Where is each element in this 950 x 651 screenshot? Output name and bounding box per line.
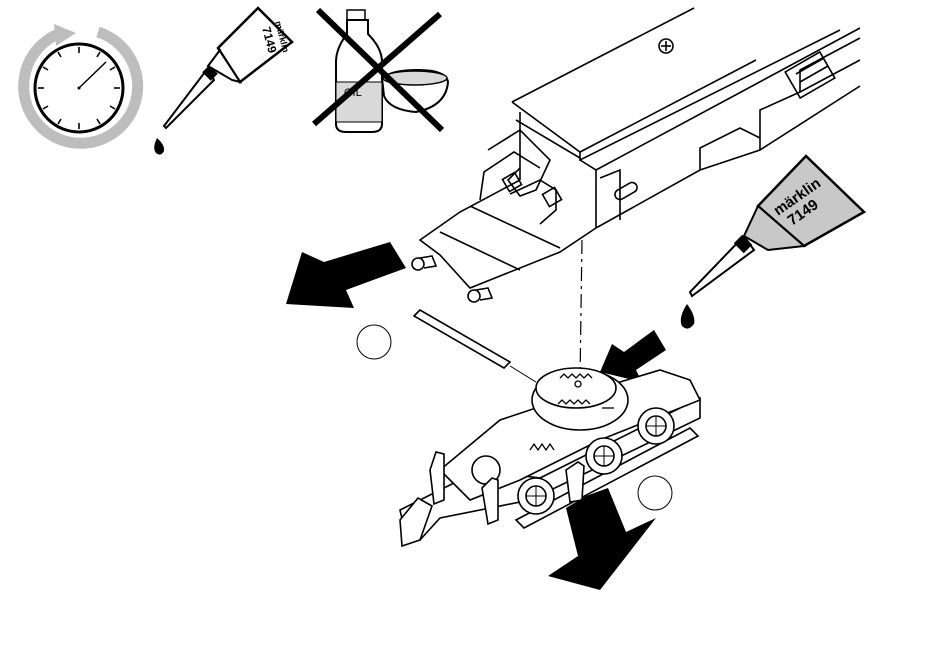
oil-bottle-large: märklin 7149 bbox=[681, 156, 864, 329]
bogie-truck bbox=[400, 368, 700, 546]
axle-rod bbox=[414, 310, 536, 382]
stopwatch-icon bbox=[24, 24, 138, 143]
no-oil-icon: OIL bbox=[314, 10, 448, 132]
arrow-left-remove bbox=[286, 242, 406, 308]
alignment-axis bbox=[580, 240, 582, 380]
oil-bottle-small-icon: 7149 märklin bbox=[154, 8, 292, 155]
step-marker-1 bbox=[357, 325, 391, 359]
step-marker-2 bbox=[638, 476, 672, 510]
locomotive-body bbox=[412, 8, 860, 302]
